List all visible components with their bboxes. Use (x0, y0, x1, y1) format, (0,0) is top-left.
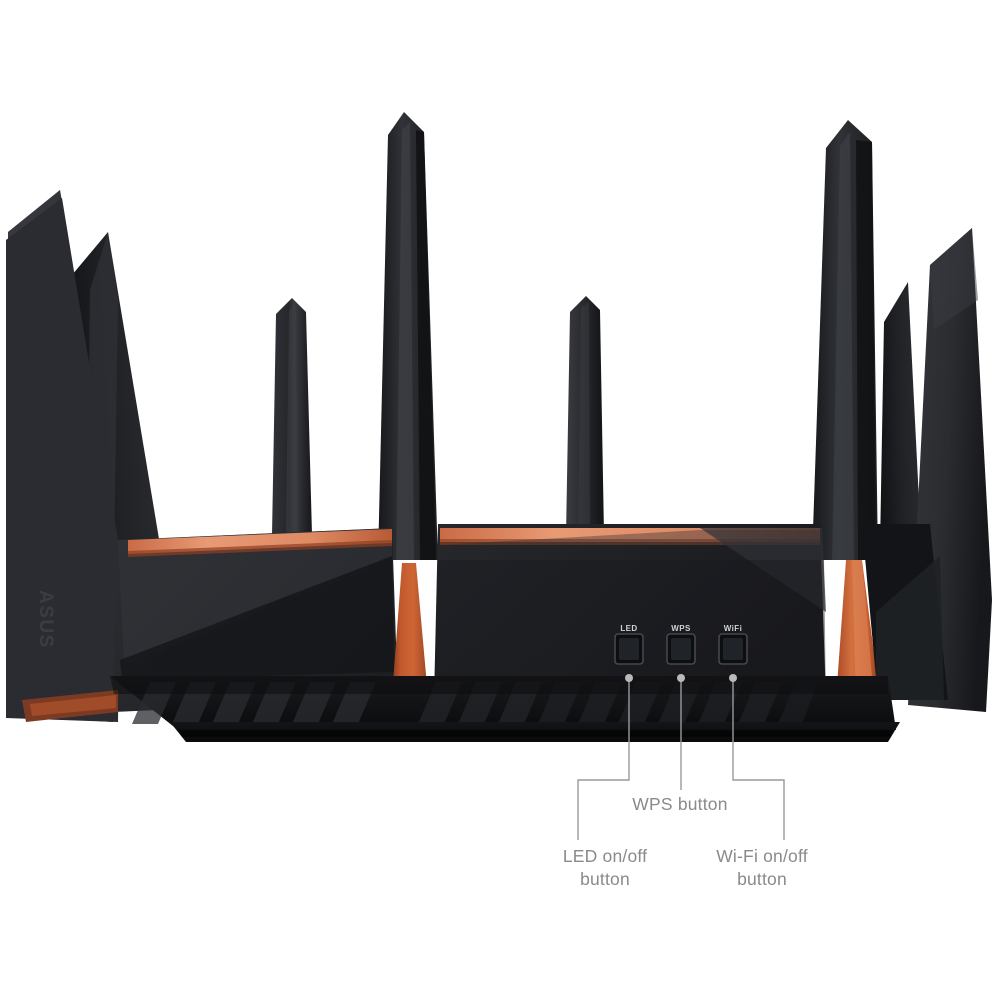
button-led-inner (619, 638, 639, 660)
body-left-shadow (120, 556, 394, 680)
button-wps-label: WPS (671, 624, 691, 633)
button-wifi[interactable]: WiFi (718, 624, 748, 665)
antenna-right-2-highlight (832, 132, 854, 560)
callout-labels: WPS button LED on/off button Wi-Fi on/of… (563, 794, 808, 889)
router-base-shadow (178, 730, 894, 737)
antenna-right-4-bevel (930, 228, 978, 330)
led-callout-line (577, 678, 630, 840)
wps-callout-label: WPS button (632, 794, 727, 814)
led-callout (577, 674, 633, 840)
wifi-callout-label-line2: button (737, 869, 787, 889)
body-right-facet (700, 528, 826, 612)
button-wifi-label: WiFi (724, 624, 742, 633)
button-panel: LED WPS WiFi (614, 624, 748, 665)
antenna-right-2-shadow (856, 140, 876, 560)
button-led[interactable]: LED (614, 624, 644, 665)
antenna-left-3-highlight (286, 304, 298, 535)
button-wps-inner (671, 638, 691, 660)
body-right-lower (434, 560, 826, 700)
body-left-sheen (118, 528, 392, 665)
router-body: ASUS (6, 198, 948, 742)
antenna-left-4-highlight (396, 122, 414, 560)
body-left-plate (6, 198, 120, 722)
wifi-callout-line (732, 678, 785, 840)
wps-callout (677, 674, 685, 790)
accent-stripe-left-shade (128, 540, 392, 557)
led-callout-dot (625, 674, 633, 682)
antenna-left-4-shadow (416, 130, 436, 560)
callout-group (577, 674, 785, 840)
accent-wedge-center (392, 563, 428, 697)
wifi-callout-dot (729, 674, 737, 682)
antenna-right-1-highlight (578, 302, 590, 535)
accent-stripe-left (128, 529, 392, 554)
asus-logo-text: ASUS (35, 590, 56, 649)
accent-left-base-highlight (30, 695, 116, 716)
accent-wedge-right-highlight (852, 560, 874, 700)
wifi-callout (729, 674, 785, 840)
vent-top-shadow (110, 676, 888, 694)
led-callout-label-line1: LED on/off (563, 846, 647, 866)
button-wifi-inner (723, 638, 743, 660)
wifi-callout-label-line1: Wi-Fi on/off (716, 846, 808, 866)
led-callout-label-line2: button (580, 869, 630, 889)
button-wps[interactable]: WPS (666, 624, 696, 665)
button-led-label: LED (620, 624, 637, 633)
asus-logo: ASUS (35, 590, 56, 649)
body-right-facet-triangle (876, 556, 944, 700)
wps-callout-dot (677, 674, 685, 682)
